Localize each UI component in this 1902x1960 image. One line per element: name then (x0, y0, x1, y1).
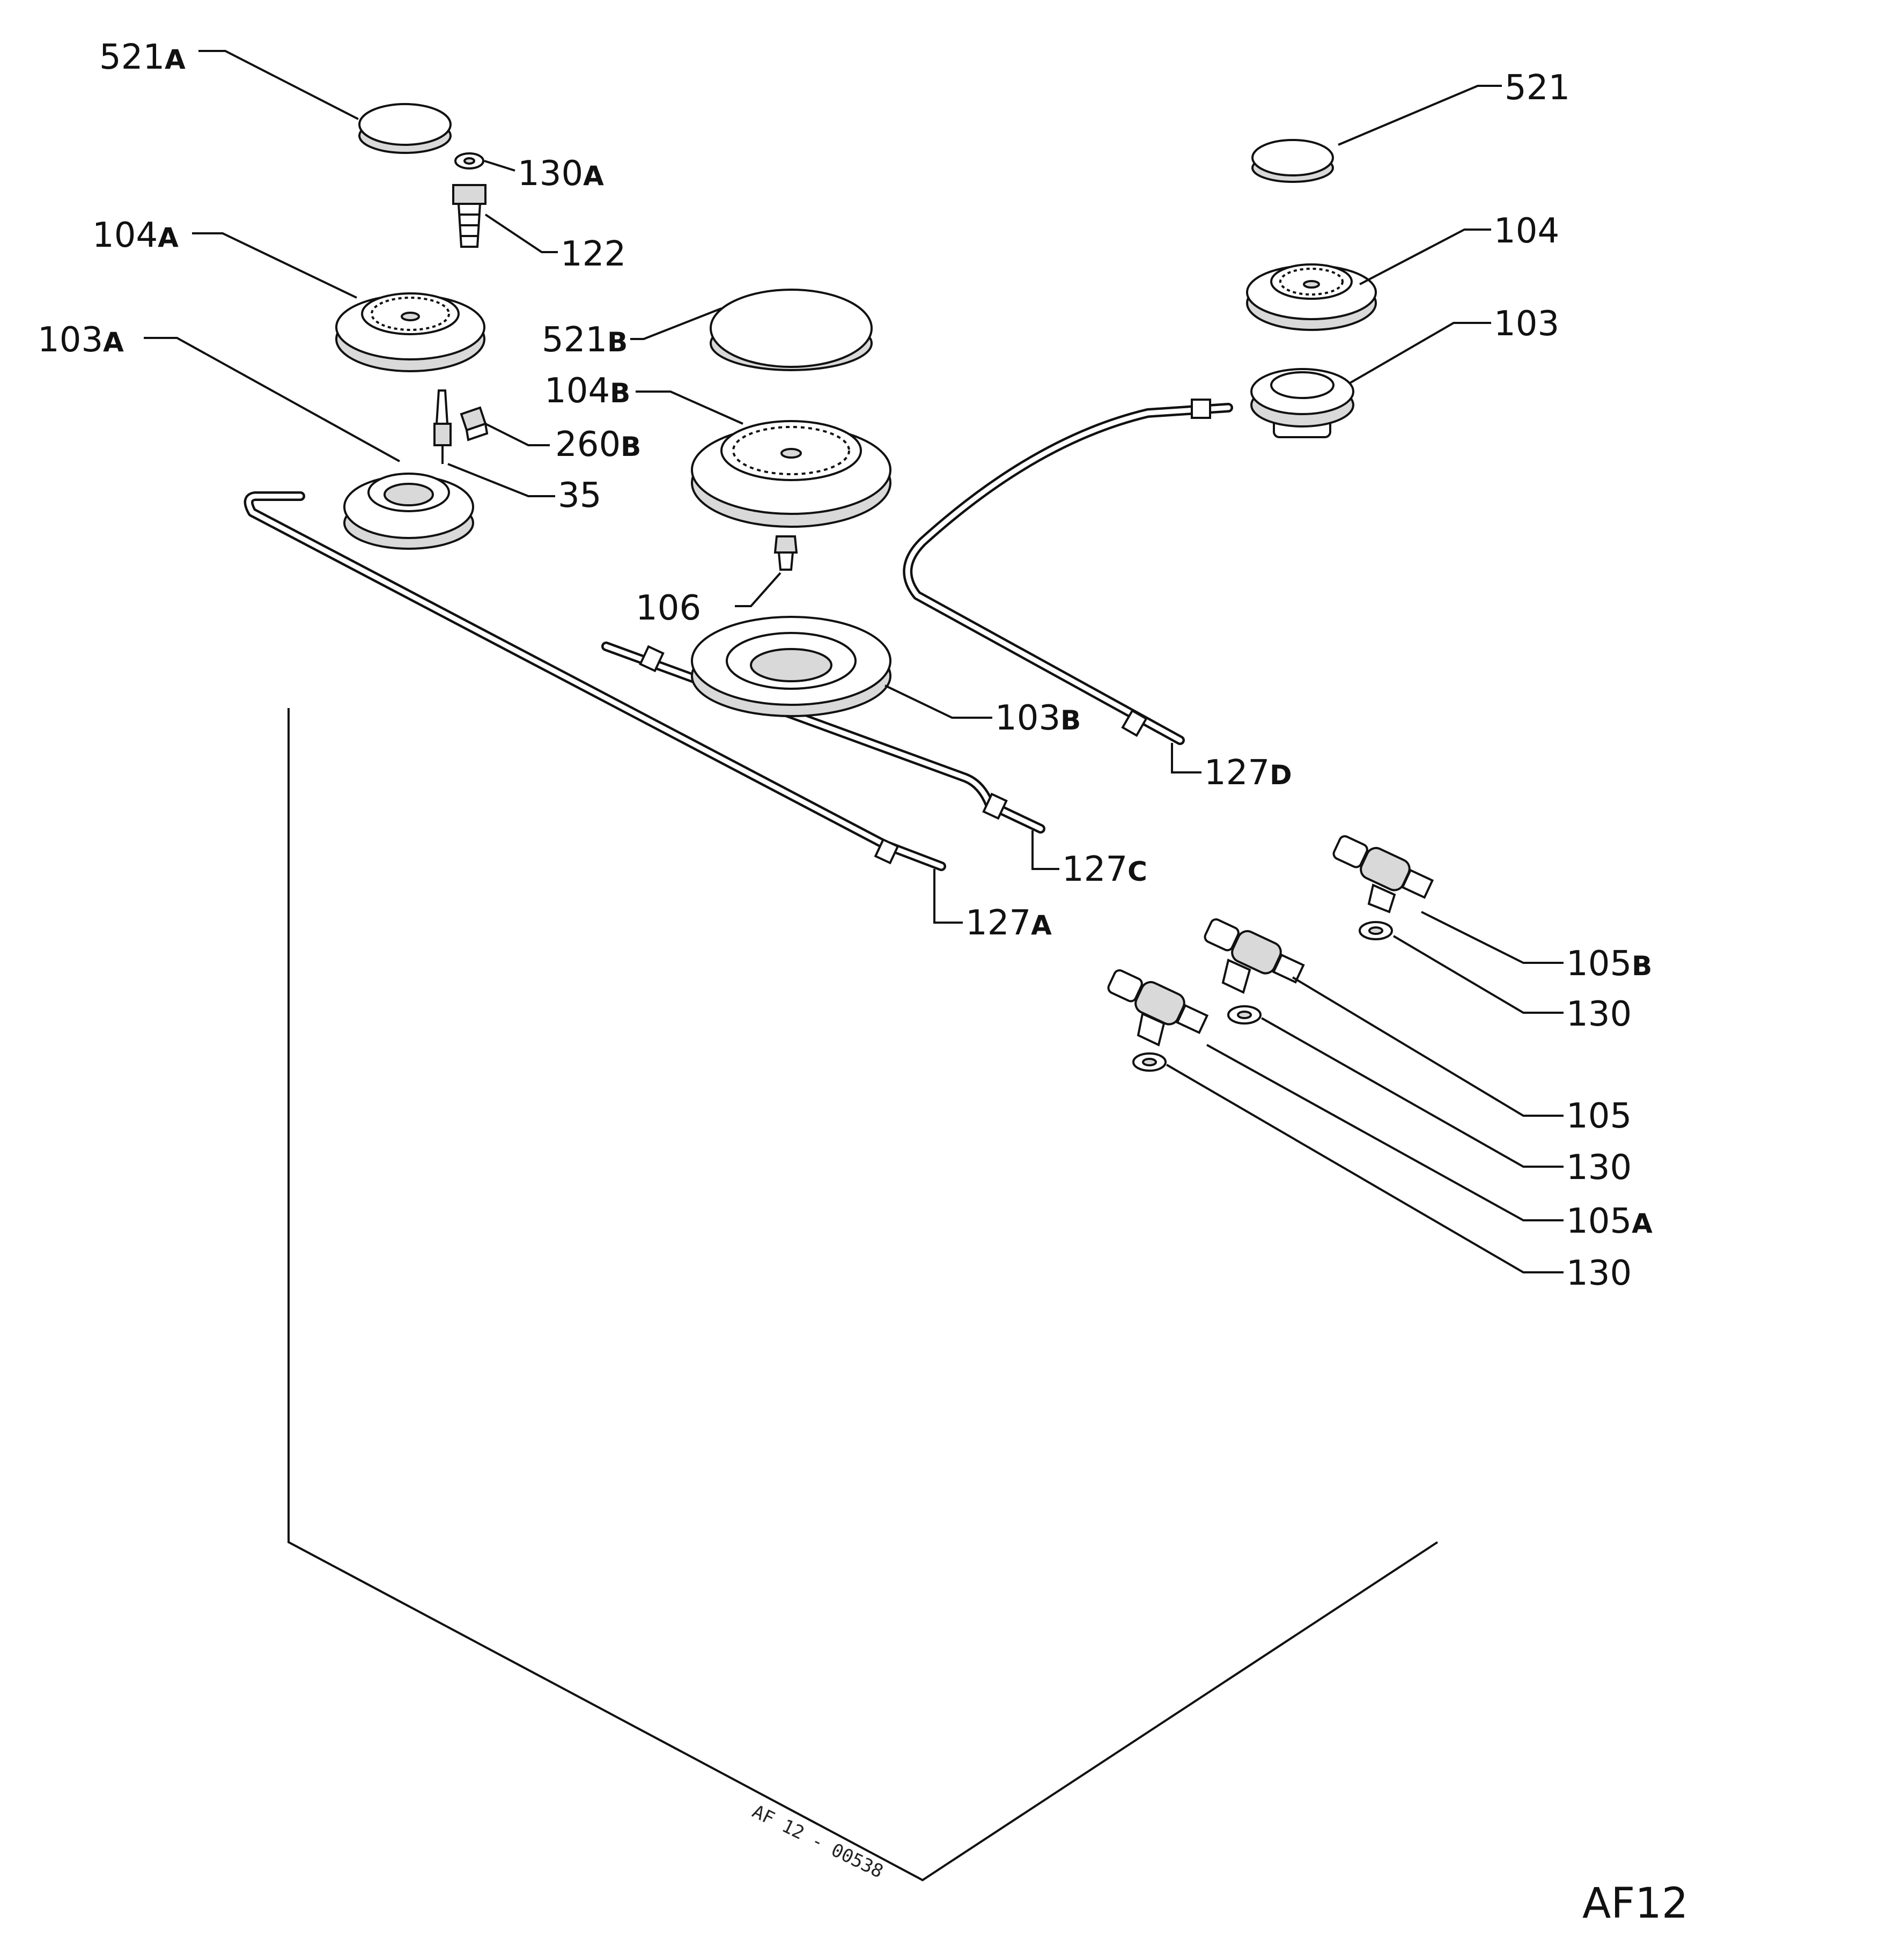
label-260b: 260B (555, 425, 641, 465)
gas-tap-105a (1107, 969, 1209, 1047)
burner-cap-521 (1251, 139, 1334, 183)
label-130-1: 130 (1566, 994, 1632, 1034)
label-521: 521 (1505, 68, 1570, 108)
nozzle-122 (452, 184, 486, 248)
gas-tube-127d (903, 399, 1233, 745)
seal-130-1 (1359, 921, 1393, 940)
label-35: 35 (558, 476, 601, 515)
injector-106 (773, 535, 798, 571)
seal-130-3 (1132, 1052, 1167, 1072)
burner-body-103a (343, 473, 474, 550)
flame-spreader-104 (1246, 263, 1377, 331)
label-105a: 105A (1566, 1202, 1653, 1241)
label-130-2: 130 (1566, 1148, 1632, 1188)
burner-body-103 (1250, 368, 1354, 438)
ignition-electrode-35 (433, 389, 452, 464)
gas-tap-105 (1204, 918, 1305, 994)
drawing-reference: AF 12 - 00538 (749, 1801, 887, 1883)
label-122: 122 (561, 234, 626, 274)
label-130-3: 130 (1566, 1254, 1632, 1293)
flame-spreader-104a (335, 292, 485, 372)
hob-body-outline (287, 708, 1439, 1882)
gas-tap-105b (1332, 835, 1434, 913)
label-104: 104 (1494, 211, 1559, 251)
leader-lines (144, 50, 1564, 1273)
label-104a: 104A (92, 216, 179, 255)
label-105: 105 (1566, 1096, 1632, 1136)
label-106: 106 (636, 588, 701, 628)
label-103a: 103A (38, 320, 124, 360)
seal-130-2 (1227, 1005, 1262, 1025)
burner-cap-521a (358, 103, 452, 154)
burner-body-103b (691, 616, 891, 717)
gas-tube-127c (601, 642, 1045, 834)
flame-spreader-104b (691, 420, 891, 528)
label-130a: 130A (518, 154, 604, 194)
gas-tube-127a (244, 491, 946, 871)
label-127c: 127C (1062, 850, 1147, 889)
part-labels: 521A 130A 122 104A 103A 521B 104B 260B 3… (38, 38, 1653, 1293)
washer-130a (454, 152, 484, 170)
label-104b: 104B (544, 371, 630, 411)
label-127d: 127D (1204, 753, 1292, 793)
label-105b: 105B (1566, 944, 1652, 984)
label-103b: 103B (995, 698, 1081, 738)
figure-code: AF12 (1582, 1880, 1688, 1928)
label-127a: 127A (965, 903, 1052, 943)
label-103: 103 (1494, 304, 1559, 344)
burner-cap-521b (710, 289, 873, 371)
label-521b: 521B (542, 320, 628, 360)
clip-260b (460, 406, 489, 441)
label-521a: 521A (99, 38, 186, 77)
